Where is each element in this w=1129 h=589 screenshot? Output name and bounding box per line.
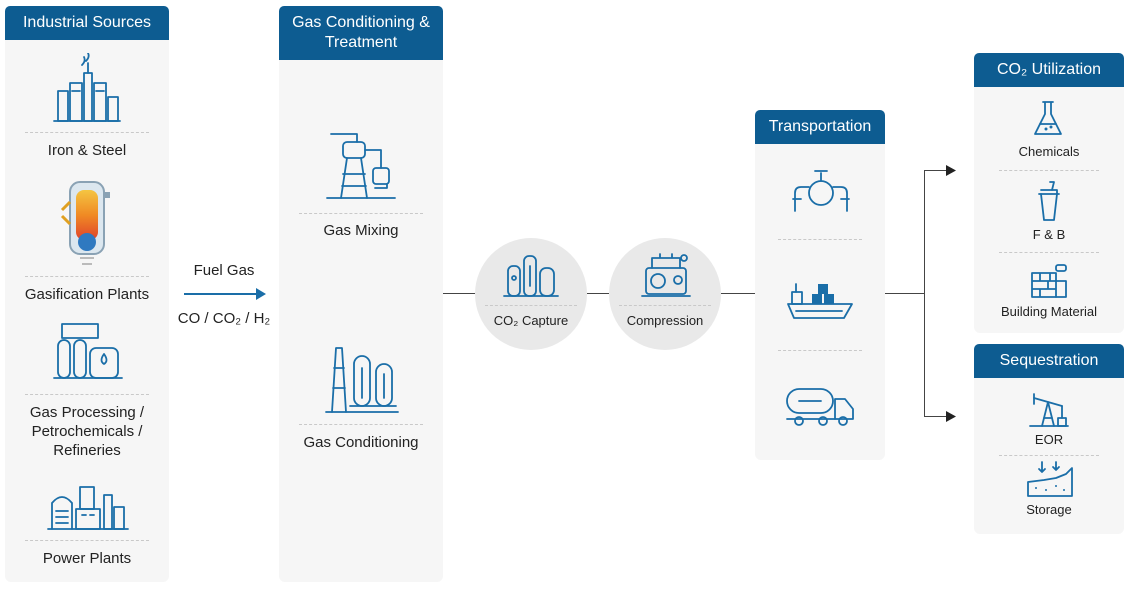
divider [999,252,1099,253]
co2-utilization-title: CO₂ Utilization [996,61,1101,78]
gas-mixing-label: Gas Mixing [323,222,399,239]
gas-conditioning-label: Gas Conditioning [303,434,419,451]
gas-conditioning-panel [279,6,443,582]
divider [25,540,149,541]
divider [25,132,149,133]
utilization-label-building: Building Material [1000,304,1098,319]
sequestration-title: Sequestration [999,352,1099,369]
gasifier-icon [60,181,110,265]
tanker-truck-icon [786,388,854,426]
ship-icon [787,283,853,319]
fuel-gas-arrow-line [184,293,258,295]
oil-pump-icon [1029,393,1069,427]
connector-line [443,293,475,294]
utilization-label-fb: F & B [1032,227,1066,242]
divider [25,276,149,277]
capture-tanks-icon [503,255,559,297]
fuel-gas-composition: CO / CO₂ / H₂ [177,310,271,327]
compressor-icon [641,253,691,297]
divider [999,455,1099,456]
connector-line [924,170,925,417]
co2-capture-label: CO₂ Capture [493,313,569,328]
industrial-sources-header: Industrial Sources [5,6,169,40]
gas-conditioning-title: Gas Conditioning & Treatment [292,14,430,51]
sequestration-label-storage: Storage [1026,502,1072,517]
divider [485,305,577,306]
co2-utilization-panel [974,53,1124,333]
connector-line [587,293,609,294]
beverage-cup-icon [1038,181,1060,221]
industrial-sources-title: Industrial Sources [22,14,152,31]
utilization-label-chemicals: Chemicals [1018,144,1080,159]
connector-line [885,293,925,294]
source-label-power-plants: Power Plants [42,550,132,567]
source-label-gas-processing: Gas Processing / Petrochemicals / Refine… [29,404,145,459]
compression-label: Compression [626,313,704,328]
sequestration-header: Sequestration [974,344,1124,378]
factory-icon [53,53,121,122]
gas-conditioning-header: Gas Conditioning & Treatment [279,6,443,60]
industrial-sources-panel [5,6,169,582]
divider [25,394,149,395]
sequestration-label-eor: EOR [1034,432,1064,447]
power-plant-icon [47,486,129,530]
divider [299,424,423,425]
flask-icon [1034,101,1062,135]
gas-mixing-icon [326,133,396,199]
source-label-gasification: Gasification Plants [24,286,150,303]
gas-conditioning-icon [325,347,399,413]
divider [619,305,711,306]
underground-storage-icon [1027,461,1073,497]
transportation-title: Transportation [768,118,872,135]
divider [299,213,423,214]
source-label-iron-steel: Iron & Steel [47,142,127,159]
gas-processing-icon [53,323,123,379]
divider [778,350,862,351]
divider [999,170,1099,171]
pipeline-icon [792,170,850,212]
arrowhead-icon [946,165,956,176]
arrowhead-icon [946,411,956,422]
co2-utilization-header: CO₂ Utilization [974,53,1124,87]
connector-line [721,293,755,294]
transportation-header: Transportation [755,110,885,144]
connector-line [924,170,950,171]
connector-line [924,416,950,417]
brick-wall-icon [1031,264,1067,298]
fuel-gas-label: Fuel Gas [193,262,255,279]
fuel-gas-arrowhead-icon [256,288,266,300]
divider [778,239,862,240]
